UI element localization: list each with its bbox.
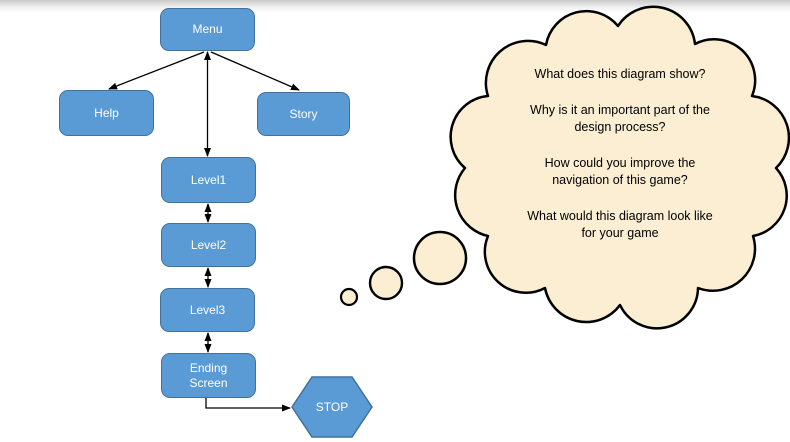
bubble-question-3: How could you improve the navigation of …	[544, 156, 696, 187]
connector-menu-story	[210, 51, 300, 91]
flow-node-level1: Level1	[161, 157, 256, 203]
bubble-question-4: What would this diagram look like for yo…	[527, 209, 713, 240]
flow-node-level3: Level3	[160, 288, 255, 332]
flow-node-ending-screen: Ending Screen	[161, 353, 256, 398]
thought-circle-small	[339, 287, 359, 307]
stop-hexagon-shape	[291, 376, 373, 438]
flow-node-level2: Level2	[161, 223, 256, 267]
connector-menu-help	[108, 51, 205, 90]
connector-ending-stop	[205, 398, 291, 412]
bubble-question-2: Why is it an important part of the desig…	[530, 103, 710, 134]
bubble-question-1: What does this diagram show?	[534, 67, 706, 81]
flow-node-story: Story	[257, 92, 350, 136]
flow-node-help: Help	[59, 90, 154, 136]
flow-node-stop-label: STOP	[315, 400, 349, 414]
flow-node-menu: Menu	[160, 8, 255, 51]
thought-circle-large	[412, 230, 468, 286]
thought-bubble-cloud	[449, 5, 790, 330]
thought-bubble-text: What does this diagram show? Why is it a…	[472, 66, 768, 242]
thought-circle-medium	[368, 265, 404, 301]
